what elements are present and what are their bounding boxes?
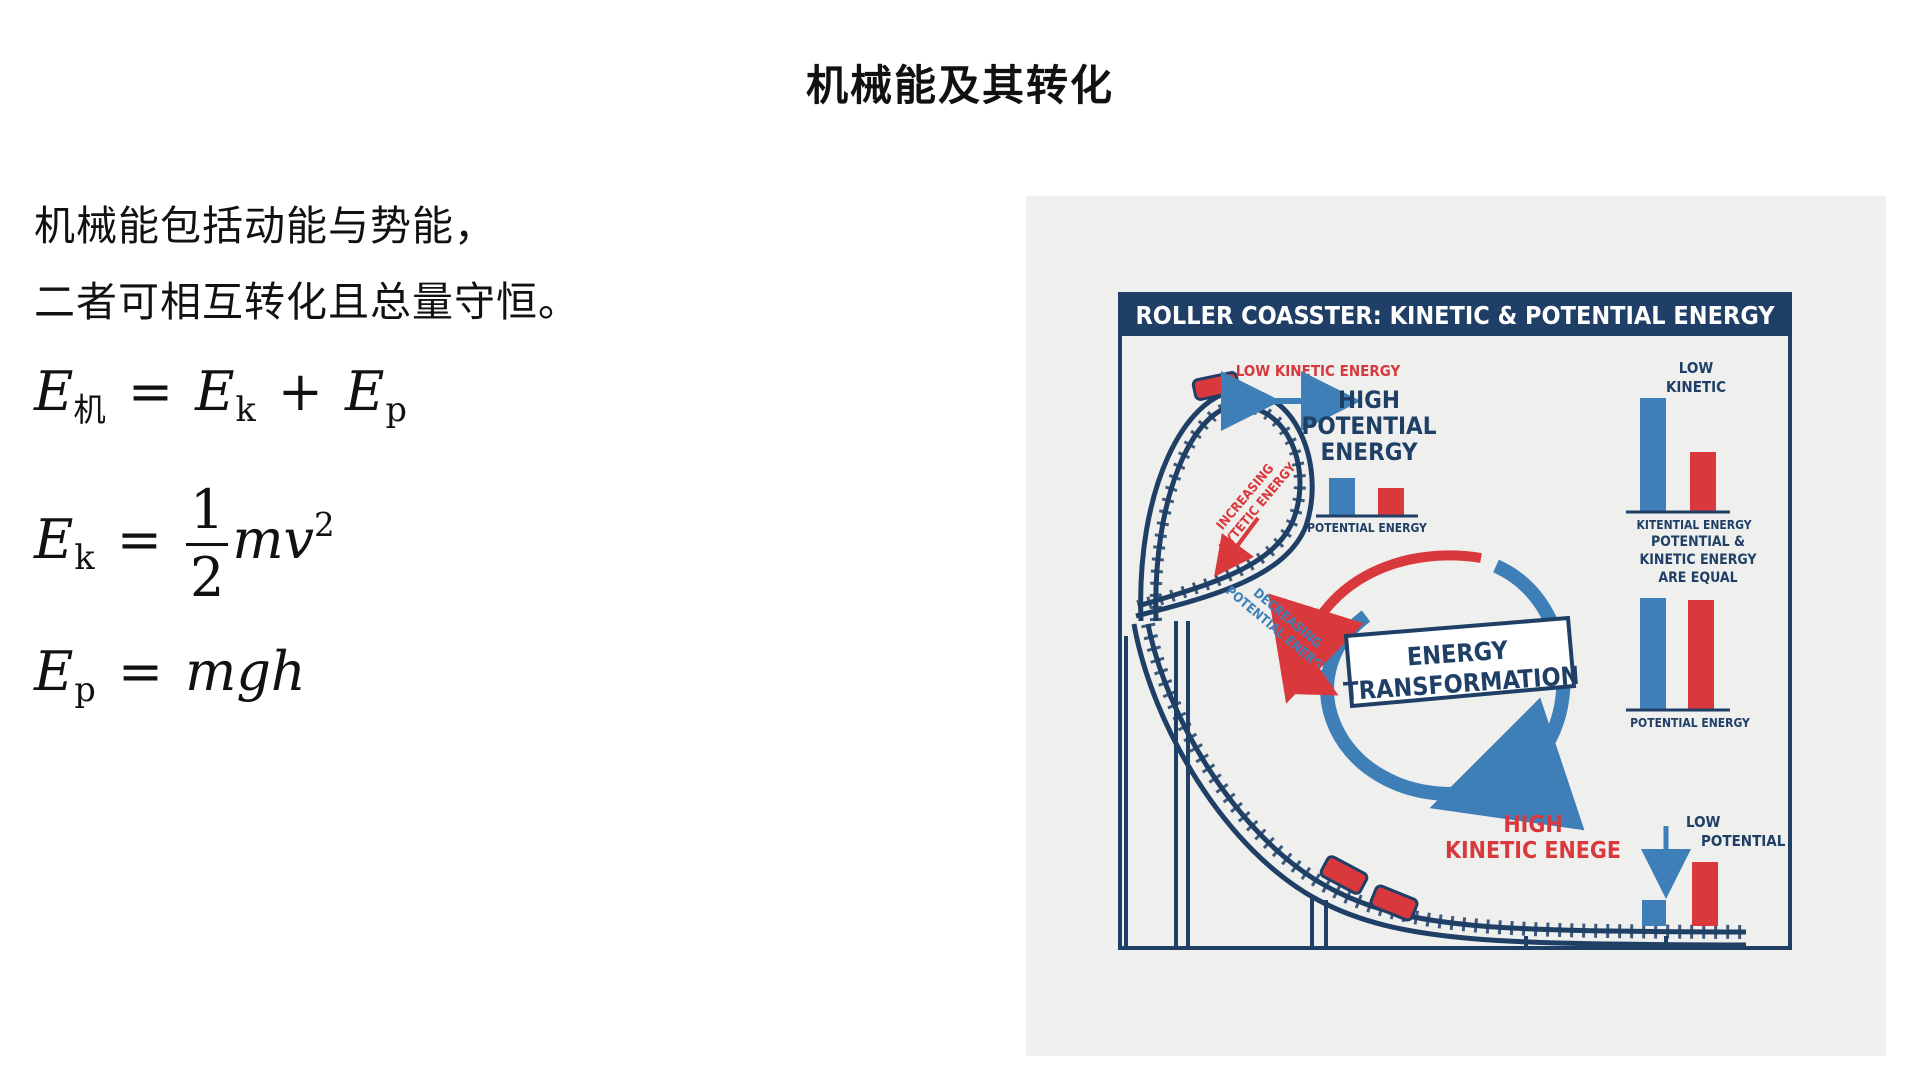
intro-line-2: 二者可相互转化且总量守恒。: [34, 278, 580, 326]
bar-chart-low-potential: [1642, 862, 1718, 926]
label-high-kinetic: HIGH KINETIC ENEGE: [1445, 812, 1621, 864]
arrow-increasing-icon: [1214, 516, 1260, 578]
svg-text:LOW: LOW: [1679, 359, 1714, 377]
bar-lowpot-blue: [1642, 900, 1666, 926]
var-mv: mv: [232, 508, 315, 572]
subscript-p: p: [74, 669, 96, 709]
svg-text:POTENTIAL: POTENTIAL: [1701, 832, 1786, 850]
plus-sign: +: [277, 360, 324, 423]
var-E: E: [34, 640, 74, 703]
bar-lowpot-red: [1692, 862, 1718, 926]
coaster-car-bottom: [1319, 855, 1419, 922]
equals-sign: =: [117, 640, 164, 703]
coaster-supports: [1124, 621, 1668, 948]
svg-text:KINETIC ENERGY: KINETIC ENERGY: [1639, 552, 1757, 568]
svg-text:ENERGY: ENERGY: [1406, 635, 1510, 671]
bar-kitential-blue: [1640, 398, 1666, 512]
subscript-p: p: [385, 389, 407, 429]
bar-potential-red: [1378, 488, 1404, 516]
label-low-potential: LOW POTENTIAL: [1686, 813, 1786, 850]
bar-equal-red: [1688, 600, 1714, 710]
fraction-denominator: 2: [185, 542, 229, 607]
mechanical-energy-formula: E机=Ek+Ep: [34, 360, 407, 429]
var-E: E: [34, 360, 74, 423]
exponent-2: 2: [314, 505, 335, 544]
arrow-decreasing-icon: [1283, 658, 1339, 696]
coaster-car-top: [1191, 371, 1241, 401]
bar-equal-blue: [1640, 598, 1666, 710]
label-decreasing: DECREASING POTENTIAL ENERGY: [1222, 584, 1331, 679]
fraction-numerator: 1: [189, 478, 225, 541]
slide-title: 机械能及其转化: [805, 61, 1114, 110]
intro-paragraph: 机械能包括动能与势能， 二者可相互转化且总量守恒。: [34, 188, 580, 340]
bar-chart-kitential: KITENTIAL ENERGY: [1626, 398, 1752, 532]
label-high-potential: HIGH POTENTIAL ENERGY: [1302, 386, 1437, 466]
label-low-kinetic-right: LOW KINETIC: [1666, 359, 1726, 396]
var-E: E: [345, 360, 385, 423]
subscript-k: k: [235, 389, 256, 429]
svg-text:KINETIC: KINETIC: [1666, 378, 1726, 396]
bar-chart-potential: POTENTIAL ENERGY: [1307, 478, 1427, 535]
svg-text:KINETIC ENEGE: KINETIC ENEGE: [1445, 838, 1621, 864]
label-equal: POTENTIAL & KINETIC ENERGY ARE EQUAL: [1639, 534, 1757, 586]
equals-sign: =: [116, 508, 162, 572]
svg-text:HIGH: HIGH: [1503, 812, 1562, 838]
intro-line-1: 机械能包括动能与势能，: [34, 202, 496, 250]
bar-potential-blue: [1329, 478, 1355, 516]
equals-sign: =: [127, 360, 174, 423]
banner-background: [1120, 294, 1790, 336]
illustration-svg: ROLLER COASSTER: KINETIC & POTENTIAL ENE…: [1118, 292, 1792, 950]
subscript-k: k: [74, 537, 95, 577]
roller-coaster-illustration: ROLLER COASSTER: KINETIC & POTENTIAL ENE…: [1026, 196, 1886, 1056]
svg-text:HIGH: HIGH: [1338, 386, 1400, 414]
potential-energy-formula: Ep = mgh: [34, 640, 306, 709]
caption-potential-1: POTENTIAL ENERGY: [1307, 521, 1427, 535]
caption-potential-2: POTENTIAL ENERGY: [1630, 716, 1750, 730]
subscript-mechanical: 机: [73, 391, 106, 430]
var-E: E: [34, 508, 74, 572]
svg-text:ENERGY: ENERGY: [1320, 438, 1417, 466]
var-mgh: mgh: [185, 640, 306, 703]
svg-text:ARE EQUAL: ARE EQUAL: [1658, 570, 1737, 586]
banner-title: ROLLER COASSTER: KINETIC & POTENTIAL ENE…: [1135, 301, 1775, 330]
label-increasing: INCREASING KYTETIC ENERGY: [1214, 460, 1300, 555]
svg-text:LOW: LOW: [1686, 813, 1721, 831]
caption-kitential: KITENTIAL ENERGY: [1636, 518, 1751, 532]
svg-text:POTENTIAL: POTENTIAL: [1302, 412, 1437, 440]
var-E: E: [195, 360, 235, 423]
bar-kitential-red: [1690, 452, 1716, 512]
svg-text:POTENTIAL &: POTENTIAL &: [1651, 534, 1745, 550]
bar-chart-equal: POTENTIAL ENERGY: [1626, 598, 1750, 730]
transformation-banner: ENERGY TRANSFORMATION: [1342, 615, 1580, 709]
label-low-kinetic-top: LOW KINETIC ENERGY: [1236, 362, 1401, 380]
